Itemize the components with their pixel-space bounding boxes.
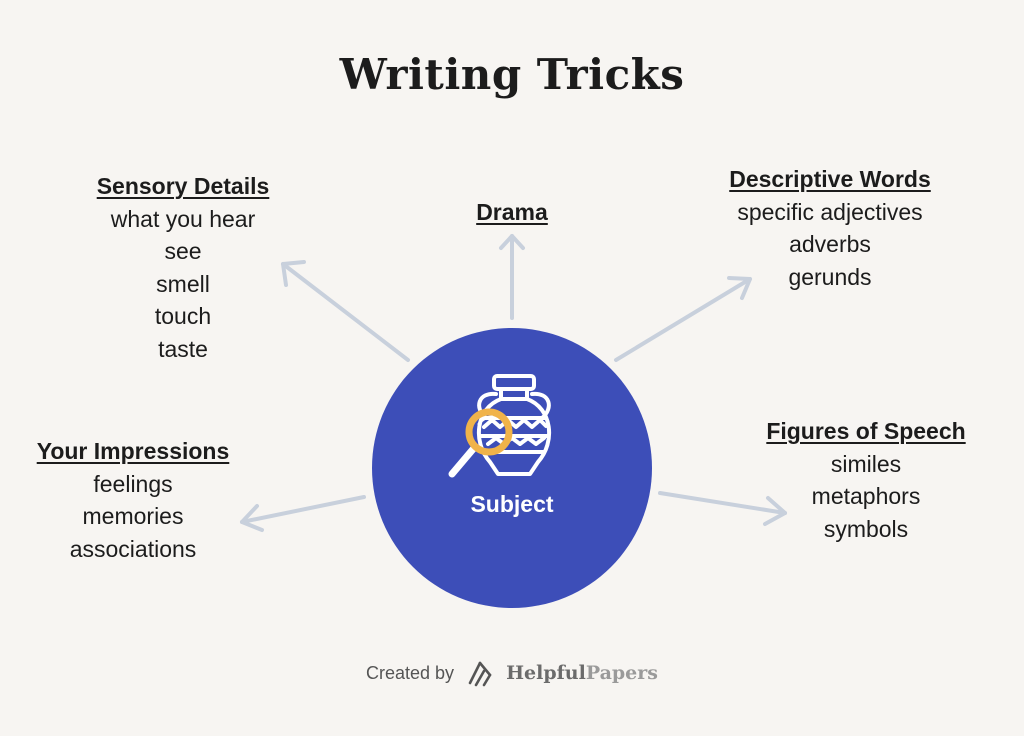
footer-credit: Created by HelpfulPapers [0,657,1024,689]
impressions-item: associations [69,535,197,562]
arrow-to-drama [499,234,525,320]
drama-heading: Drama [476,199,548,225]
figures-of-speech-group: Figures of Speech similes metaphors symb… [746,415,986,545]
figures-item: metaphors [811,483,921,509]
subject-label: Subject [470,491,554,517]
your-impressions-heading: Your Impressions [36,438,230,464]
figures-item: similes [830,450,902,477]
arrow-to-sensory [281,260,410,362]
figures-item: symbols [823,515,909,542]
created-by-text: Created by [366,662,455,683]
sensory-details-heading: Sensory Details [96,173,270,199]
sensory-item: touch [154,303,212,329]
descriptive-words-heading: Descriptive Words [729,166,931,192]
impressions-item: feelings [93,470,173,497]
sensory-item: what you hear [110,205,256,232]
vase-magnifier-icon [448,374,552,478]
figures-of-speech-heading: Figures of Speech [766,418,966,444]
arrow-to-figures [658,491,787,526]
sensory-item: smell [156,270,210,297]
page-title: Writing Tricks [339,50,685,99]
sensory-item: see [164,238,202,264]
arrow-to-impressions [240,495,366,532]
arrow-to-descriptive [614,276,752,362]
drama-group: Drama [432,196,592,229]
descriptive-item: gerunds [788,263,872,290]
brand-part-papers: Papers [585,662,658,684]
descriptive-words-group: Descriptive Words specific adjectives ad… [700,163,960,293]
helpfulpapers-logo-icon [468,661,492,687]
your-impressions-group: Your Impressions feelings memories assoc… [18,435,248,565]
brand-part-helpful: Helpful [506,662,586,684]
impressions-item: memories [82,503,184,529]
helpfulpapers-brand[interactable]: HelpfulPapers [506,662,658,684]
descriptive-item: specific adjectives [737,198,923,225]
sensory-details-group: Sensory Details what you hear see smell … [58,170,308,365]
descriptive-item: adverbs [789,231,871,257]
sensory-item: taste [158,335,208,362]
